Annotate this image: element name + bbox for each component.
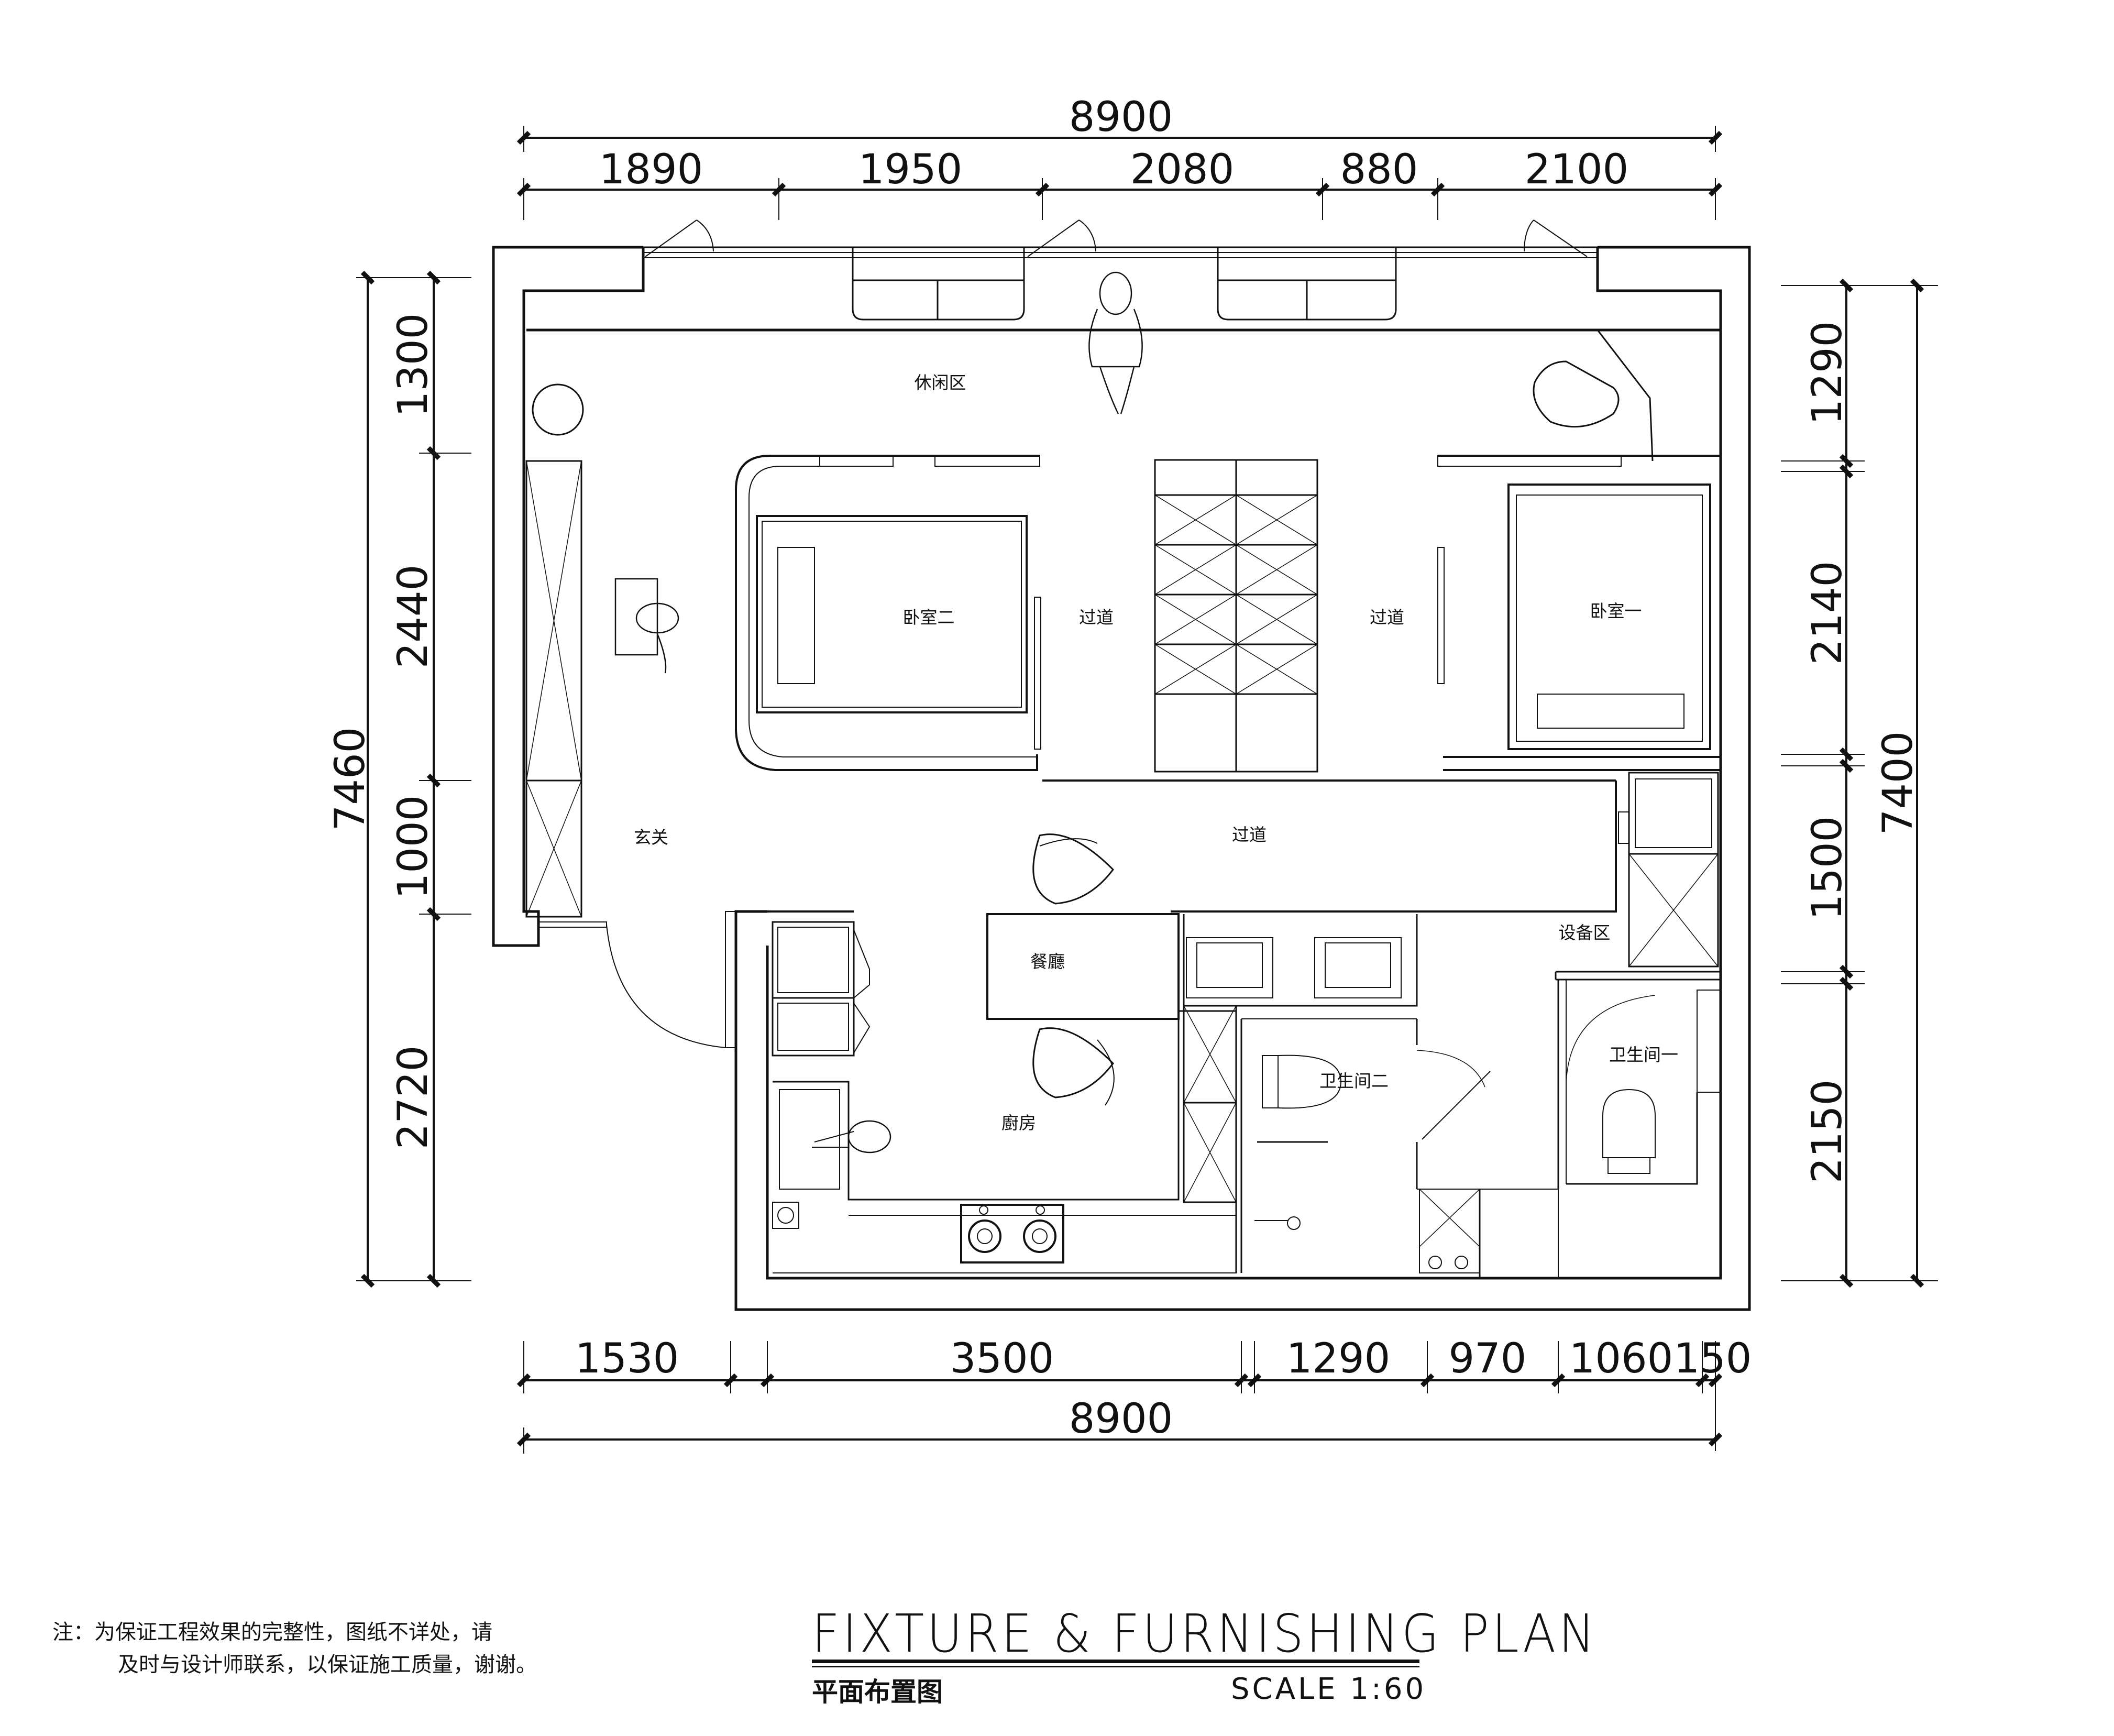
- room-label-corridor: 过道: [1079, 607, 1114, 628]
- room-label-kitchen: 廚房: [1001, 1113, 1036, 1133]
- gas-cooktop: [960, 1204, 1064, 1263]
- room-label-bedroom1: 卧室一: [1590, 601, 1642, 621]
- bathroom2-fixtures: [1177, 914, 1559, 1278]
- dim-top-seg: 1950: [858, 146, 963, 193]
- room-label-equipment: 设备区: [1559, 922, 1611, 943]
- entry-wardrobe: [525, 460, 582, 918]
- kitchen-cabinets: [772, 914, 1237, 1273]
- dim-left-seg: 1000: [390, 795, 437, 899]
- title-underline: [812, 1666, 1419, 1667]
- bedroom2-enclosure: [735, 455, 1041, 771]
- dim-right-seg: 1290: [1804, 321, 1851, 425]
- dim-bottom-seg: 1290: [1286, 1335, 1391, 1382]
- lounge-chair: [1533, 360, 1620, 428]
- drawing-scale: SCALE 1:60: [1231, 1672, 1427, 1706]
- left-dimension-chain: [356, 270, 471, 1288]
- dim-left-seg: 2440: [390, 565, 437, 669]
- room-label-dining: 餐廳: [1030, 951, 1065, 972]
- drawing-title-en: FIXTURE & FURNISHING PLAN: [812, 1603, 1598, 1664]
- room-label-leisure: 休闲区: [915, 372, 966, 393]
- room-label-corridor: 过道: [1370, 607, 1404, 628]
- dining-chairs: [1032, 833, 1115, 1106]
- dim-bottom-seg: 150: [1674, 1335, 1752, 1382]
- title-underline: [812, 1660, 1419, 1663]
- dim-left-seg: 2720: [390, 1046, 437, 1150]
- room-label-bath2: 卫生间二: [1319, 1071, 1389, 1091]
- round-side-table: [532, 383, 584, 436]
- design-note-line: 注：为保证工程效果的完整性，图纸不详处，请: [52, 1620, 492, 1644]
- dim-right-seg: 1500: [1804, 816, 1851, 920]
- room-labels: 休闲区 卧室二 过道 过道 卧室一 玄关 过道 设备区 餐廳 廚房 卫生间二 卫…: [634, 372, 1678, 1133]
- dim-bottom-seg: 970: [1449, 1335, 1527, 1382]
- design-note-line: 及时与设计师联系，以保证施工质量，谢谢。: [118, 1653, 537, 1677]
- bathroom1-fixtures: [1555, 971, 1721, 1189]
- dim-bottom-seg: 3500: [950, 1335, 1054, 1382]
- top-dimension-chain: [516, 126, 1723, 220]
- dim-top-seg: 2080: [1130, 146, 1235, 193]
- human-figures: [614, 271, 1143, 1153]
- dim-right-seg: 2150: [1804, 1080, 1851, 1184]
- design-note: 注：为保证工程效果的完整性，图纸不详处，请 及时与设计师联系，以保证施工质量，谢…: [52, 1616, 537, 1681]
- room-label-bath1: 卫生间一: [1609, 1045, 1678, 1065]
- dim-right-total: 7400: [1875, 731, 1922, 836]
- room-label-corridor: 过道: [1232, 825, 1267, 845]
- right-dimension-chain: [1781, 278, 1938, 1288]
- dim-top-total: 8900: [1069, 94, 1173, 141]
- room-label-entry: 玄关: [634, 827, 668, 848]
- bottom-dimension-chain: [516, 1341, 1723, 1454]
- dim-left-seg: 1300: [390, 313, 437, 417]
- dining-table: [986, 913, 1180, 1020]
- equipment-cabinet: [1618, 772, 1719, 968]
- bedroom1-enclosure: [1437, 455, 1721, 771]
- dim-top-seg: 2100: [1525, 146, 1629, 193]
- dim-bottom-seg: 1060: [1569, 1335, 1673, 1382]
- balcony-door-swings: [645, 219, 1588, 257]
- dim-left-total: 7460: [327, 727, 374, 831]
- dimension-labels: 8900 1890 1950 2080 880 2100 1530 3500 1…: [327, 94, 1922, 1443]
- dim-bottom-total: 8900: [1069, 1396, 1173, 1443]
- dim-bottom-seg: 1530: [575, 1335, 679, 1382]
- exterior-walls: [492, 246, 1751, 1311]
- dim-right-seg: 2140: [1804, 561, 1851, 665]
- room-label-bedroom2: 卧室二: [903, 607, 955, 628]
- dim-top-seg: 880: [1340, 146, 1418, 193]
- entry-door: [538, 911, 736, 1048]
- drawing-title-cn: 平面布置图: [812, 1677, 943, 1707]
- window-cabinets: [852, 246, 1397, 321]
- central-wardrobe: [1154, 459, 1318, 773]
- diagonal-partition: [1596, 329, 1654, 462]
- dim-top-seg: 1890: [599, 146, 703, 193]
